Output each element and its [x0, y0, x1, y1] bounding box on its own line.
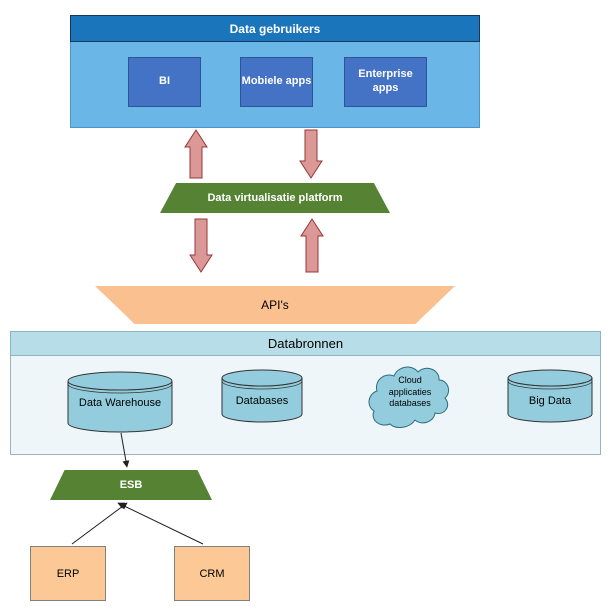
- databronnen-header: Databronnen: [10, 331, 601, 356]
- data-gebruikers-header: Data gebruikers: [70, 15, 480, 42]
- erp-label: ERP: [56, 567, 80, 580]
- crm-box: CRM: [174, 546, 250, 601]
- data-gebruikers-title: Data gebruikers: [229, 21, 321, 36]
- enterprise-apps-label: Enterprise apps: [358, 68, 413, 94]
- databases-label: Databases: [235, 395, 289, 407]
- arrow-down-users-icon: [299, 129, 323, 179]
- data-virtualisatie-platform-shape: Data virtualisatie platform: [160, 183, 390, 213]
- platform-label: Data virtualisatie platform: [207, 192, 343, 204]
- data-warehouse-label: Data Warehouse: [78, 397, 162, 409]
- mobiele-apps-label: Mobiele apps: [241, 75, 312, 88]
- big-data-label: Big Data: [528, 395, 572, 407]
- bi-box: BI: [128, 57, 201, 107]
- mobiele-apps-box: Mobiele apps: [240, 57, 313, 107]
- crm-label: CRM: [199, 567, 225, 580]
- esb-shape: ESB: [50, 470, 212, 500]
- enterprise-apps-box: Enterprise apps: [344, 57, 427, 107]
- databronnen-title: Databronnen: [267, 336, 344, 351]
- data-gebruikers-container: Data gebruikers BI Mobiele apps Enterpri…: [70, 15, 480, 128]
- apis-label: API's: [261, 298, 289, 312]
- connector-erp-esb: [71, 502, 128, 545]
- arrow-down-platform-icon: [189, 218, 213, 273]
- apis-shape: API's: [95, 286, 455, 324]
- connector-crm-esb: [117, 502, 204, 545]
- arrow-up-platform-icon: [300, 218, 324, 273]
- erp-box: ERP: [30, 546, 106, 601]
- arrow-up-users-icon: [184, 129, 208, 179]
- cloud-databases-label: Cloud applicaties databases: [388, 375, 432, 409]
- databronnen-container: Databronnen: [10, 331, 601, 455]
- esb-label: ESB: [119, 479, 143, 491]
- bi-label: BI: [159, 75, 170, 88]
